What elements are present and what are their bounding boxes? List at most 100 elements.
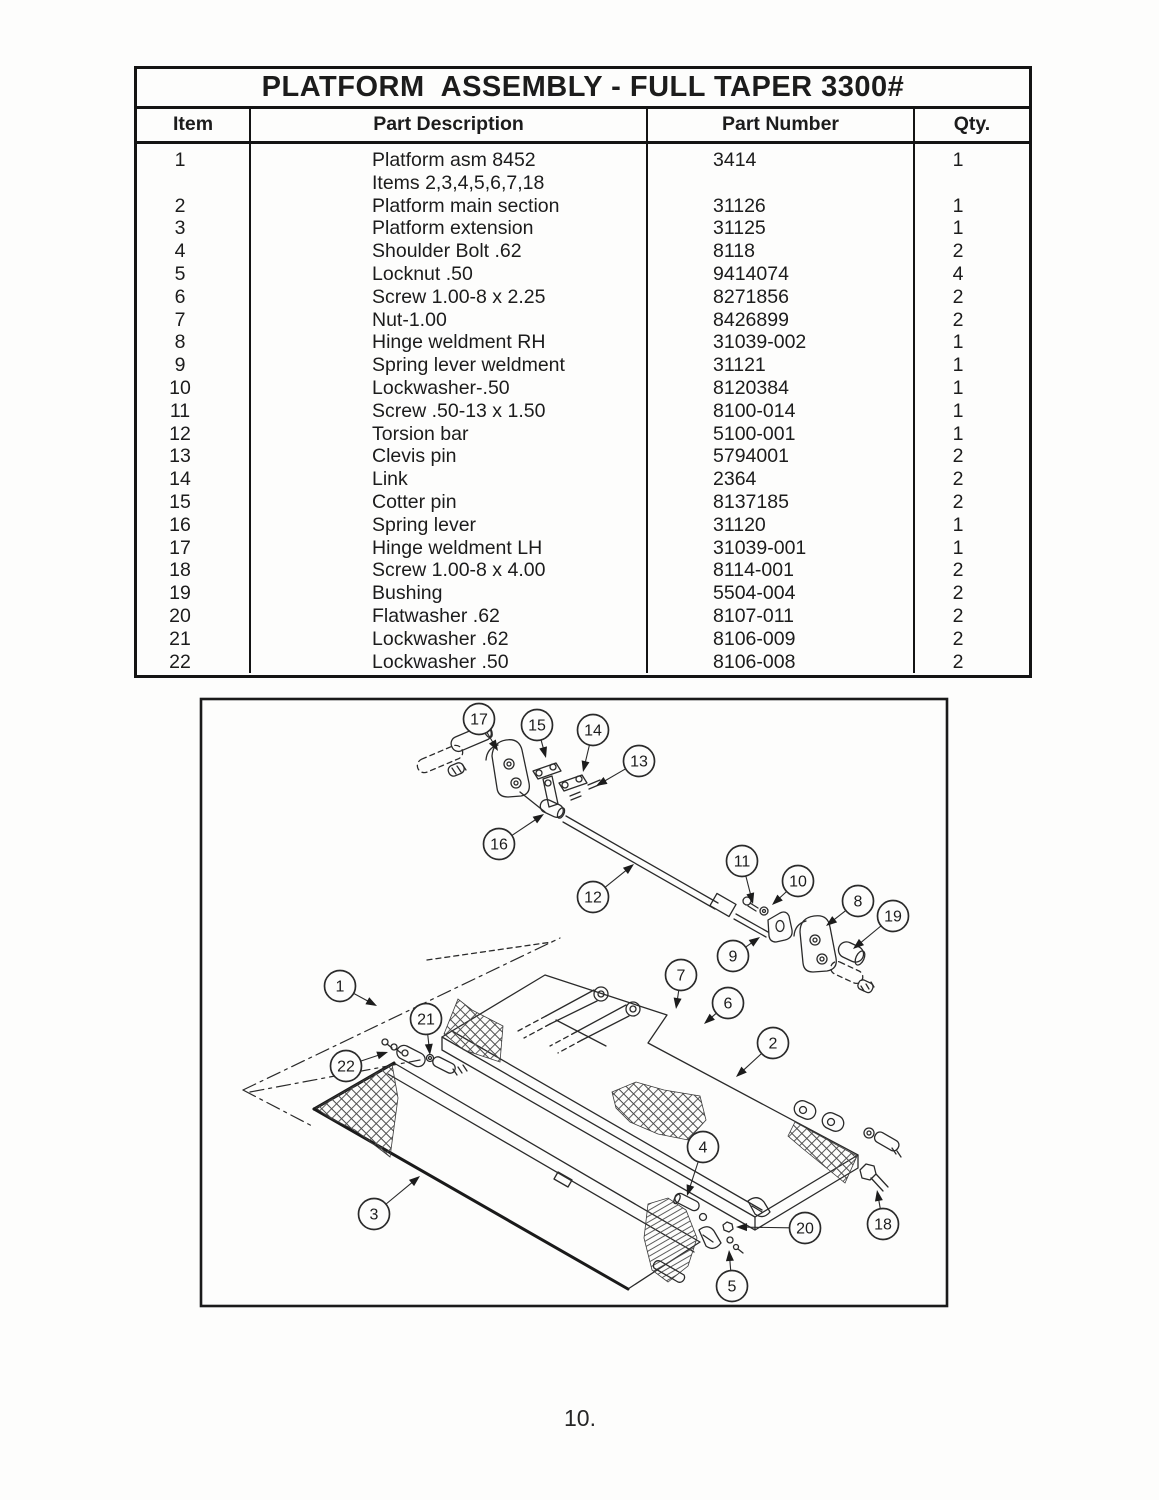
cell-qty: 4 [952,262,964,285]
callout-label: 15 [528,718,546,735]
link-parts-drawing [532,762,602,801]
cell-part: 3414 [648,144,915,172]
cell-desc: Spring lever weldment [251,354,648,377]
cell-item: 15 [137,490,251,514]
cell-item: 9 [137,354,251,377]
column-header-part-description: Part Description [251,109,648,141]
callout-4: 4 [686,1130,720,1196]
cell-item: 18 [137,559,251,583]
cell-part: 31126 [648,194,915,218]
spring-lever-drawing [539,775,566,819]
cell-part: 31120 [648,513,915,537]
cell-item: 4 [137,240,251,263]
table-row: Items 2,3,4,5,6,7,18 [137,171,1029,195]
cell-part: 8137185 [648,490,915,514]
cell-part: 5504-004 [648,582,915,605]
callout-2: 2 [736,1026,790,1077]
cell-desc: Hinge weldment RH [251,331,648,355]
parts-table: PLATFORM ASSEMBLY - FULL TAPER 3300# Ite… [134,66,1032,678]
cell-item: 7 [137,308,251,332]
callout-label: 20 [796,1221,814,1238]
platform-main-section-drawing [441,974,859,1231]
callout-label: 22 [337,1059,355,1076]
cell-qty: 2 [952,445,964,468]
callout-10: 10 [772,864,815,905]
callout-13: 13 [596,744,656,786]
page-number: 10. [564,1405,596,1431]
column-header-item: Item [137,109,251,141]
callout-18: 18 [866,1190,900,1241]
callout-label: 9 [729,949,738,966]
cell-desc: Nut-1.00 [251,308,648,332]
callout-7: 7 [664,958,698,1009]
cell-part: 8271856 [648,285,915,309]
cell-part: 5794001 [648,445,915,469]
table-header-row: Item Part Description Part Number Qty. [137,109,1029,144]
cell-qty: 2 [952,285,964,308]
callout-label: 8 [854,894,863,911]
cell-desc: Lockwasher .50 [251,650,648,674]
cell-part: 31039-002 [648,331,915,355]
cell-part: 8106-009 [648,627,915,651]
cell-part: 2364 [648,468,915,491]
cell-qty: 1 [952,399,964,422]
cell-item: 5 [137,262,251,286]
cell-item: 17 [137,536,251,560]
cell-desc: Clevis pin [251,445,648,469]
extension-hinge-hardware-drawing [381,1038,468,1076]
callout-5: 5 [715,1250,749,1303]
cell-item: 3 [137,217,251,241]
cell-part: 8118 [648,240,915,263]
callout-label: 2 [769,1036,778,1053]
callout-label: 7 [677,968,686,985]
callout-15: 15 [520,708,554,758]
cell-desc: Cotter pin [251,490,648,514]
callout-label: 16 [490,837,508,854]
callout-11: 11 [725,844,759,904]
callout-label: 5 [728,1279,737,1296]
callout-19: 19 [853,899,910,949]
callout-label: 4 [699,1140,708,1157]
cell-desc: Platform main section [251,194,648,218]
cell-part: 8106-008 [648,650,915,674]
cell-qty: 1 [952,513,964,536]
cell-qty: 1 [952,331,964,354]
cell-qty: 1 [952,217,964,240]
callout-label: 19 [884,909,902,926]
callout-6: 6 [704,986,745,1024]
cell-item: 19 [137,582,251,605]
callout-label: 13 [630,754,648,771]
cell-desc: Bushing [251,582,648,605]
cell-qty: 2 [952,604,964,627]
cell-item: 16 [137,513,251,537]
cell-qty: 2 [952,627,964,650]
callout-12: 12 [576,864,634,914]
cell-qty: 1 [952,194,964,217]
cell-qty: 2 [952,490,964,513]
cell-desc: Items 2,3,4,5,6,7,18 [251,171,648,195]
screw-18-drawing [859,1127,902,1192]
callout-8: 8 [826,884,875,926]
cell-desc: Flatwasher .62 [251,604,648,628]
callout-label: 6 [724,996,733,1013]
cell-part: 9414074 [648,262,915,286]
cell-part: 8426899 [648,308,915,332]
cell-item: 14 [137,468,251,491]
cell-desc: Spring lever [251,513,648,537]
callout-label: 3 [370,1207,379,1224]
cell-qty: 2 [952,308,964,331]
cell-qty: 1 [952,354,964,377]
cell-part: 31125 [648,217,915,241]
